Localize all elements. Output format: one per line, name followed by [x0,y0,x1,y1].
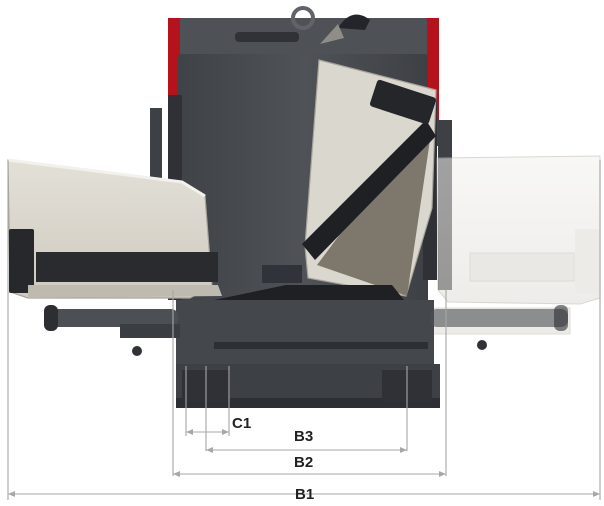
right-hopper-wing-ghost [427,155,601,335]
left-arm-beam [46,309,178,327]
left-lever-knob [132,346,142,356]
b1-label: B1 [295,486,314,503]
center-hopper-shadow [317,130,430,296]
undercarriage [44,300,568,408]
left-end-plate [9,229,34,293]
right-ghost-end-plate [575,229,599,293]
b2-label: B2 [294,454,313,471]
b1-right-arrow [593,491,600,497]
c1-right-arrow [222,429,229,435]
b3-label: B3 [294,428,313,445]
main-frame [176,300,434,372]
center-hopper [214,59,437,300]
c1-left-arrow [186,429,193,435]
hood-handle [320,24,344,44]
center-lower-tray [214,285,404,300]
engine-hood [180,18,427,58]
center-auger-tube [214,342,428,349]
b3-left-arrow [206,447,213,453]
dimension-lines [7,160,601,500]
screed-bottom [176,398,440,408]
center-roller-box [369,79,437,125]
right-roller-small [554,305,568,331]
right-arm-beam [430,309,568,327]
c1-label: C1 [232,415,251,432]
left-arm-lower [120,324,180,338]
hood-top-panel [235,32,299,42]
dimension-arrowheads [8,429,600,497]
left-conveyor-bar [36,252,218,282]
right-ghost-conveyor [469,252,575,282]
left-hopper-lower-lip [28,285,222,298]
b3-right-arrow [400,447,407,453]
b2-right-arrow [439,471,446,477]
b1-left-arrow [8,491,15,497]
hood-cap [338,14,370,30]
center-diagonal-beam [302,120,436,260]
right-lever-knob [477,340,487,350]
left-hopper-top-lip [7,158,206,198]
hood-ring [291,6,315,30]
b2-left-arrow [173,471,180,477]
left-roller-small [44,305,58,331]
engine-vent [262,265,302,283]
